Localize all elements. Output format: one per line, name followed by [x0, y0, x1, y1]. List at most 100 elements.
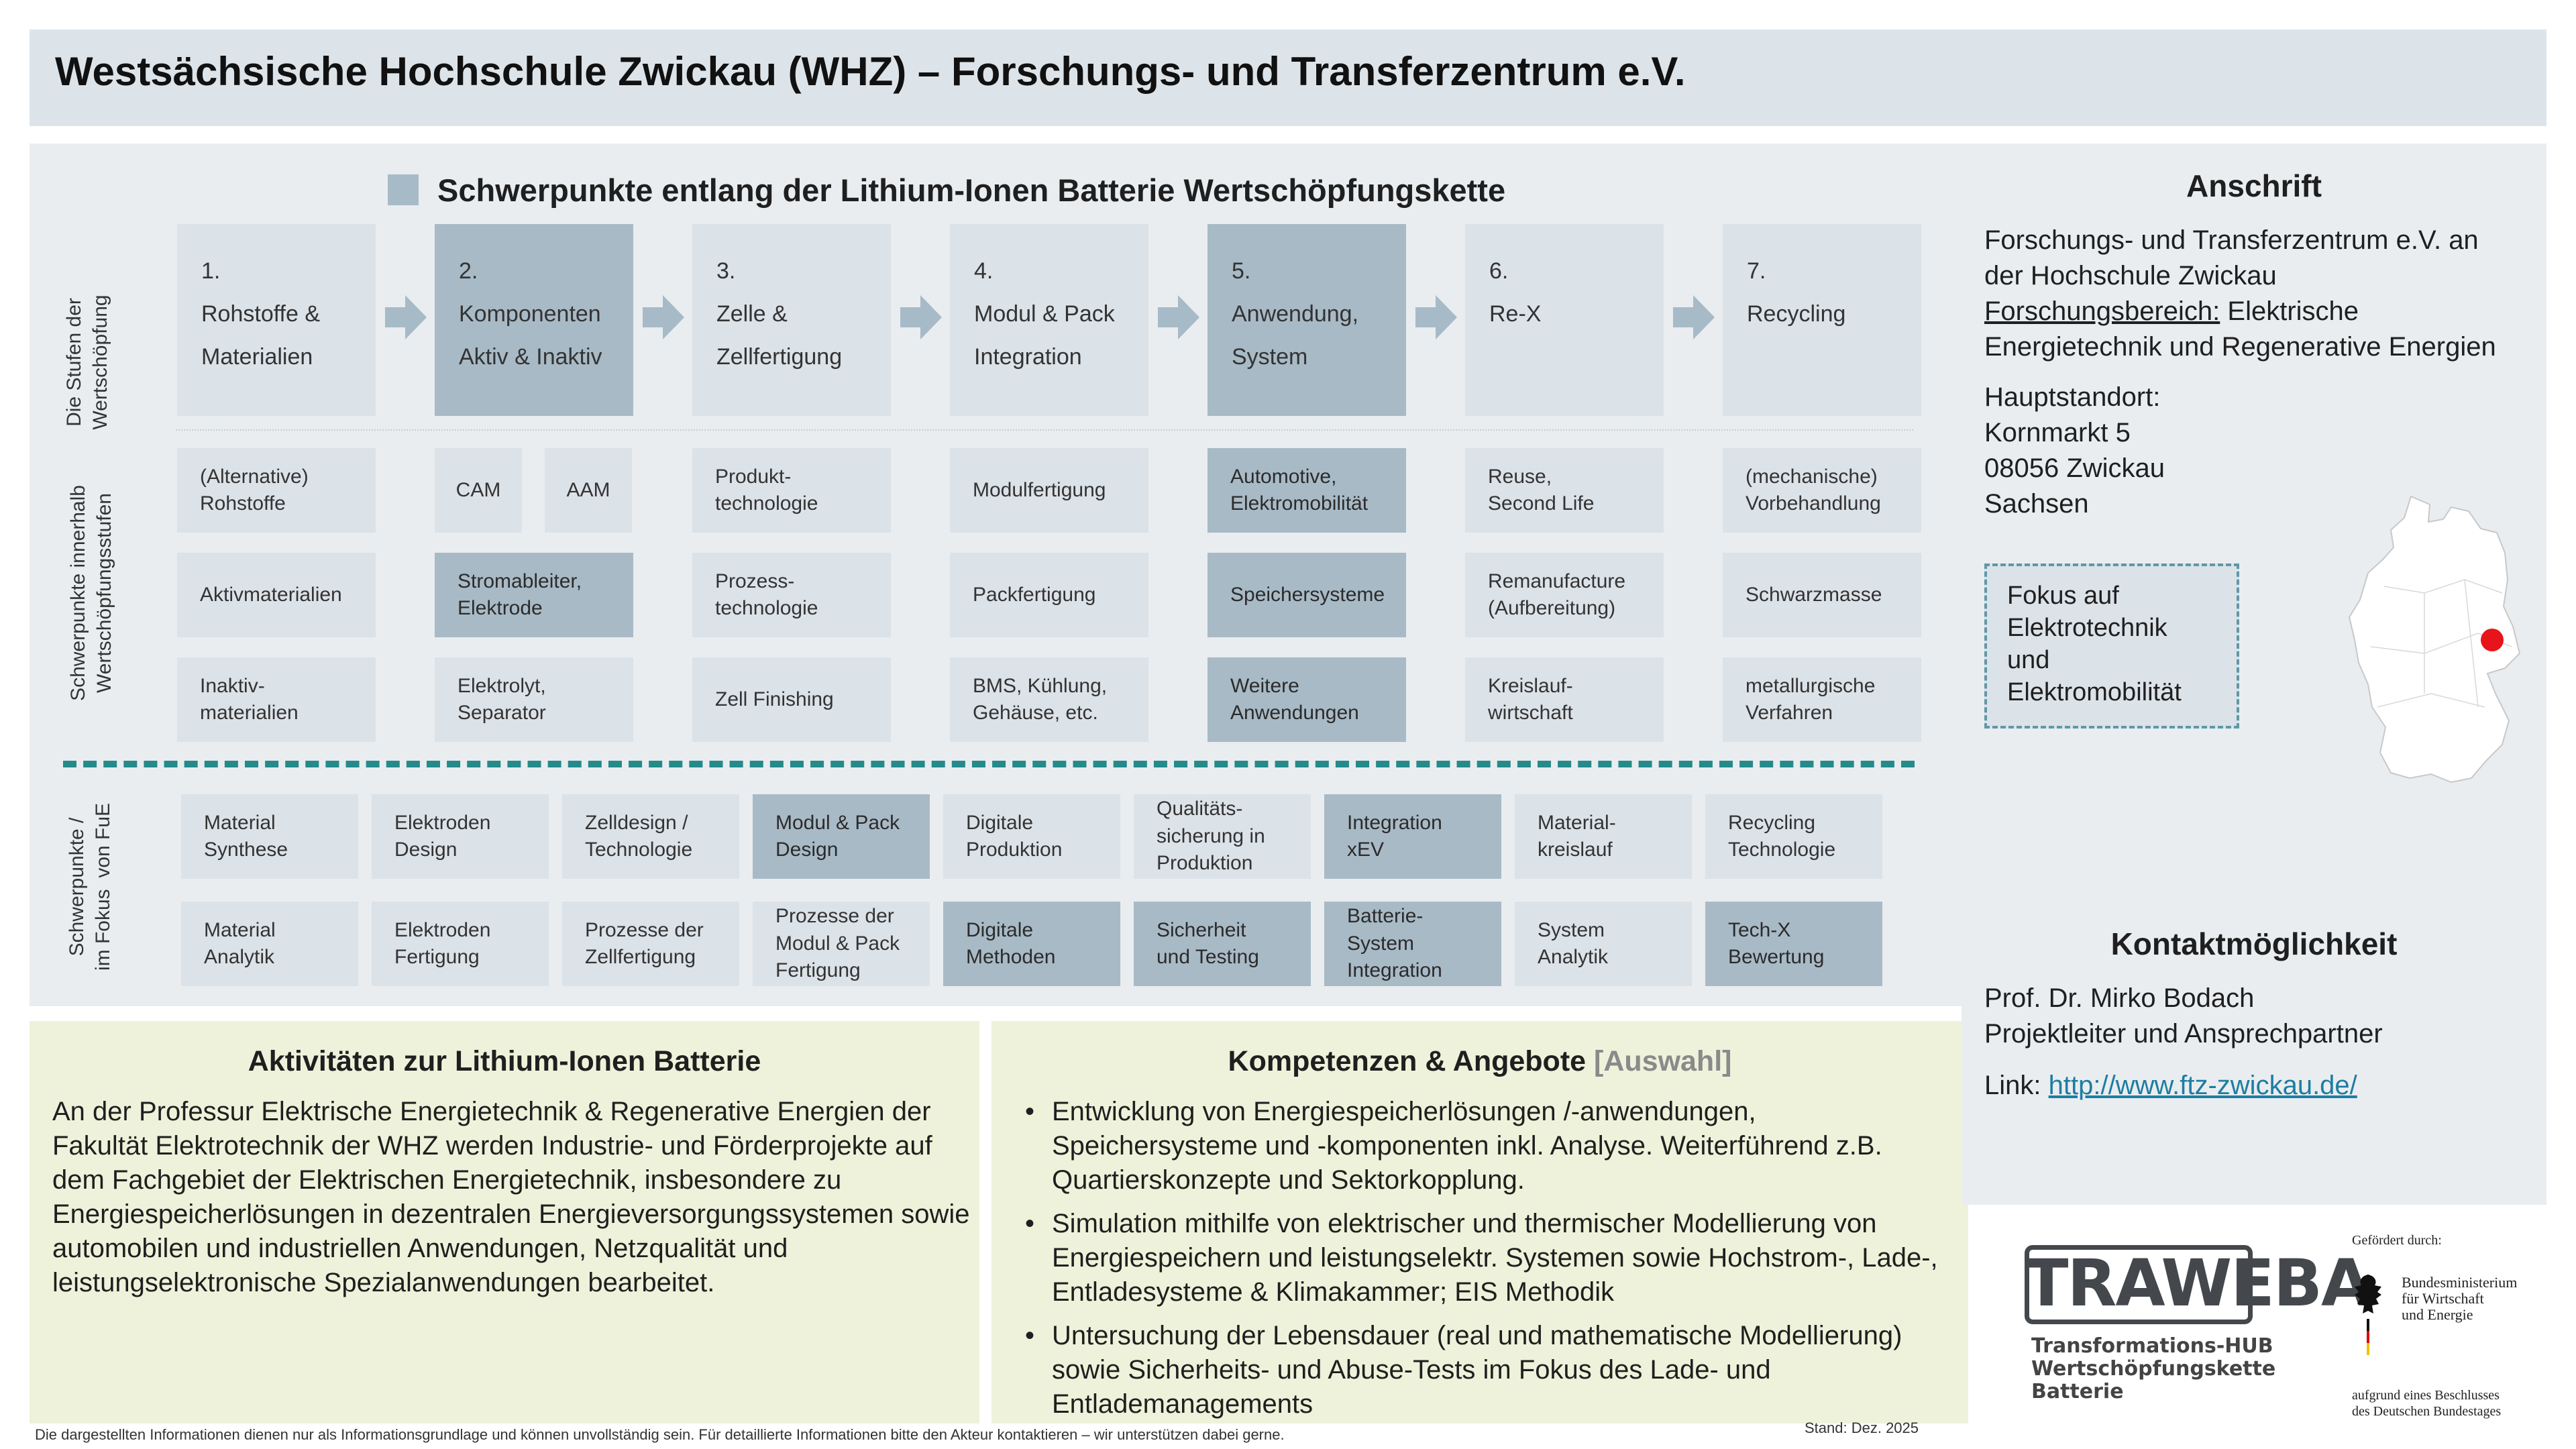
- rnd-box: Sicherheit und Testing: [1134, 902, 1311, 986]
- rnd-box: Qualitäts- sicherung in Produktion: [1134, 794, 1311, 879]
- rnd-box: Modul & Pack Design: [753, 794, 930, 879]
- stage-box-1: 1. Rohstoffe & Materialien: [177, 224, 376, 416]
- rnd-box: Tech-X Bewertung: [1705, 902, 1882, 986]
- sub-box-s6-1: Reuse, Second Life: [1465, 448, 1664, 533]
- sub-box-aam: AAM: [545, 448, 632, 533]
- funded-by-label: Gefördert durch:: [2352, 1233, 2442, 1248]
- contact-title: Kontaktmöglichkeit: [2110, 926, 2398, 961]
- stage-box-3: 3. Zelle & Zellfertigung: [692, 224, 891, 416]
- address-line-4: Energietechnik und Regenerative Energien: [1984, 332, 2496, 362]
- stage-line2: Zellfertigung: [716, 344, 843, 370]
- date-stamp: Stand: Dez. 2025: [1805, 1419, 1919, 1436]
- sub-box-s1-3: Inaktiv- materialien: [177, 657, 376, 742]
- value-chain-title-text: Schwerpunkte entlang der Lithium-Ionen B…: [437, 172, 1506, 208]
- contact-link-row: Link: http://www.ftz-zwickau.de/: [1984, 1071, 2357, 1100]
- competences-panel: Kompetenzen & Angebote [Auswahl] Entwick…: [991, 1021, 1968, 1424]
- federal-eagle-icon: [2355, 1275, 2381, 1355]
- contact-name: Prof. Dr. Mirko Bodach: [1984, 983, 2255, 1013]
- sub-box-cam: CAM: [435, 448, 522, 533]
- competences-list: Entwicklung von Energiespeicherlösungen …: [1010, 1095, 1956, 1431]
- list-item: Simulation mithilfe von elektrischer und…: [1010, 1207, 1956, 1309]
- stage-line1: Zelle &: [716, 301, 788, 327]
- arrow-right-icon: [1158, 295, 1199, 339]
- sub-box-s3-2: Prozess- technologie: [692, 553, 891, 637]
- research-area: Forschungsbereich: Elektrische: [1984, 297, 2359, 326]
- rnd-box: Digitale Produktion: [943, 794, 1120, 879]
- sub-box-s2-3: Elektrolyt, Separator: [435, 657, 633, 742]
- rnd-box: Prozesse der Modul & Pack Fertigung: [753, 902, 930, 986]
- rnd-box: Elektroden Fertigung: [372, 902, 549, 986]
- stage-num: 6.: [1489, 258, 1509, 284]
- street: Kornmarkt 5: [1984, 418, 2131, 447]
- city: 08056 Zwickau: [1984, 453, 2165, 483]
- stage-num: 4.: [974, 258, 994, 284]
- stage-line1: Re-X: [1489, 301, 1542, 327]
- activities-title: Aktivitäten zur Lithium-Ionen Batterie: [248, 1045, 761, 1077]
- stage-separator: [176, 429, 1913, 431]
- stage-num: 3.: [716, 258, 736, 284]
- activities-text: An der Professur Elektrische Energietech…: [52, 1097, 970, 1297]
- stage-line1: Anwendung,: [1232, 301, 1359, 327]
- arrow-right-icon: [1415, 295, 1457, 339]
- stage-num: 1.: [201, 258, 221, 284]
- sub-box-s7-1: (mechanische) Vorbehandlung: [1723, 448, 1921, 533]
- sub-box-s4-3: BMS, Kühlung, Gehäuse, etc.: [950, 657, 1148, 742]
- stage-line2: Materialien: [201, 344, 313, 370]
- value-chain-title: Schwerpunkte entlang der Lithium-Ionen B…: [388, 166, 1505, 213]
- arrow-right-icon: [900, 295, 942, 339]
- stage-line2: Aktiv & Inaktiv: [459, 344, 602, 370]
- stage-num: 2.: [459, 258, 478, 284]
- stage-box-5: 5.Anwendung,System: [1208, 224, 1406, 416]
- arrow-right-icon: [385, 295, 427, 339]
- rnd-box: Material Synthese: [181, 794, 358, 879]
- stage-box-6: 6. Re-X: [1465, 224, 1664, 416]
- stage-num: 7.: [1747, 258, 1766, 284]
- rnd-box: System Analytik: [1515, 902, 1692, 986]
- rnd-box: Recycling Technologie: [1705, 794, 1882, 879]
- sub-box-s5-3: Weitere Anwendungen: [1208, 657, 1406, 742]
- focus-box: Fokus auf Elektrotechnik und Elektromobi…: [1984, 564, 2239, 729]
- address-line-1: Forschungs- und Transferzentrum e.V. an: [1984, 225, 2479, 255]
- contact-role: Projektleiter und Ansprechpartner: [1984, 1019, 2383, 1049]
- sub-box-s5-2: Speichersysteme: [1208, 553, 1406, 637]
- traweba-logo: TRAWEBA: [2025, 1246, 2371, 1321]
- address-panel: Anschrift Forschungs- und Transferzentru…: [1962, 144, 2546, 1205]
- page-title: Westsächsische Hochschule Zwickau (WHZ) …: [55, 49, 1686, 94]
- traweba-logo-frame: [2025, 1245, 2253, 1324]
- sub-box-s7-2: Schwarzmasse: [1723, 553, 1921, 637]
- rnd-box: Material- kreislauf: [1515, 794, 1692, 879]
- square-bullet-icon: [388, 174, 419, 205]
- arrow-right-icon: [643, 295, 684, 339]
- stage-line1: Komponenten: [459, 301, 601, 327]
- list-item: Entwicklung von Energiespeicherlösungen …: [1010, 1095, 1956, 1197]
- rnd-box: Digitale Methoden: [943, 902, 1120, 986]
- sub-box-s5-1: Automotive, Elektromobilität: [1208, 448, 1406, 533]
- competences-title: Kompetenzen & Angebote [Auswahl]: [1228, 1045, 1732, 1077]
- arrow-right-icon: [1673, 295, 1715, 339]
- rnd-box: Prozesse der Zellfertigung: [562, 902, 739, 986]
- address-line-2: der Hochschule Zwickau: [1984, 261, 2277, 290]
- header-bar: Westsächsische Hochschule Zwickau (WHZ) …: [30, 30, 2546, 126]
- bmwk-logo-text: Bundesministerium für Wirtschaft und Ene…: [2402, 1274, 2518, 1323]
- stage-line1: Modul & Pack: [974, 301, 1115, 327]
- stage-box-7: 7.Recycling: [1723, 224, 1921, 416]
- sub-box-s4-2: Packfertigung: [950, 553, 1148, 637]
- hq-label: Hauptstandort:: [1984, 382, 2161, 412]
- rnd-box: Integration xEV: [1324, 794, 1501, 879]
- bundestag-decision: aufgrund eines Beschlusses des Deutschen…: [2352, 1388, 2502, 1419]
- traweba-subtitle: Transformations-HUB Wertschöpfungskette …: [2031, 1334, 2276, 1403]
- stage-num: 5.: [1232, 258, 1251, 284]
- sub-box-s4-1: Modulfertigung: [950, 448, 1148, 533]
- sub-box-s6-3: Kreislauf- wirtschaft: [1465, 657, 1664, 742]
- stage-line2: Integration: [974, 344, 1082, 370]
- sub-box-s1-2: Aktivmaterialien: [177, 553, 376, 637]
- location-marker-icon: [2481, 629, 2504, 651]
- germany-map-icon: [2348, 495, 2521, 784]
- stage-line1: Rohstoffe &: [201, 301, 321, 327]
- stage-line2: [1489, 335, 1640, 378]
- website-link[interactable]: http://www.ftz-zwickau.de/: [2048, 1071, 2357, 1100]
- state: Sachsen: [1984, 489, 2089, 519]
- sub-box-s2-2: Stromableiter, Elektrode: [435, 553, 633, 637]
- dashed-divider: [63, 761, 1915, 767]
